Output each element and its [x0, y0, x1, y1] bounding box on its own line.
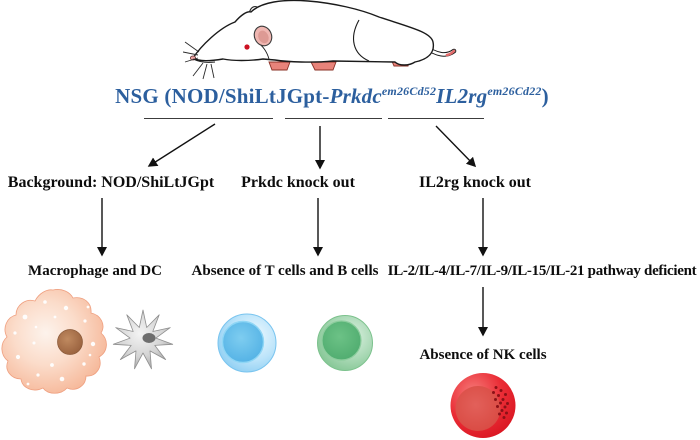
lab-mouse-icon	[183, 0, 457, 80]
b-cell-inner	[321, 320, 362, 361]
gene-prkdc: Prkdc	[329, 84, 382, 108]
t-cell-icon	[217, 313, 277, 373]
macrophage-speckles	[13, 300, 96, 386]
macrophage-icon	[1, 289, 107, 394]
result-pathway-deficient: IL-2/IL-4/IL-7/IL-9/IL-15/IL-21 pathway …	[387, 263, 697, 279]
gene-il2rg: IL2rg	[436, 84, 488, 108]
mouse-whiskers	[183, 41, 215, 80]
label-il2rg-knockout: IL2rg knock out	[418, 174, 532, 191]
nk-cell-icon	[450, 373, 516, 438]
underline-prkdc-segment	[285, 118, 382, 119]
dendritic-cell-icon	[112, 309, 174, 370]
gene-il2rg-allele-superscript: em26Cd22	[487, 84, 542, 98]
underline-background-segment	[144, 118, 273, 119]
nk-cell-granules	[492, 386, 509, 419]
b-cell-icon	[317, 315, 373, 371]
gene-prkdc-allele-superscript: em26Cd52	[381, 84, 437, 98]
title-suffix: )	[541, 84, 549, 108]
arrow-title-to-background	[147, 123, 216, 167]
arrow-title-to-il2rg	[435, 125, 477, 168]
nk-cell-inner	[455, 386, 501, 431]
mouse-eye	[244, 44, 250, 50]
dendritic-cell-nucleus	[142, 333, 156, 343]
label-prkdc-knockout: Prkdc knock out	[241, 174, 355, 191]
label-background: Background: NOD/ShiLtJGpt	[7, 174, 215, 191]
underline-il2rg-segment	[388, 118, 484, 119]
result-no-t-b-cells: Absence of T cells and B cells	[191, 263, 379, 279]
result-no-nk-cells: Absence of NK cells	[419, 347, 547, 363]
title-prefix: NSG (NOD/ShiLtJGpt-	[115, 84, 330, 108]
macrophage-nucleus	[57, 329, 83, 355]
result-macrophage-dc: Macrophage and DC	[28, 263, 162, 279]
figure-title: NSG (NOD/ShiLtJGpt-Prkdcem26Cd52IL2rgem2…	[0, 84, 664, 109]
t-cell-inner	[221, 320, 265, 364]
